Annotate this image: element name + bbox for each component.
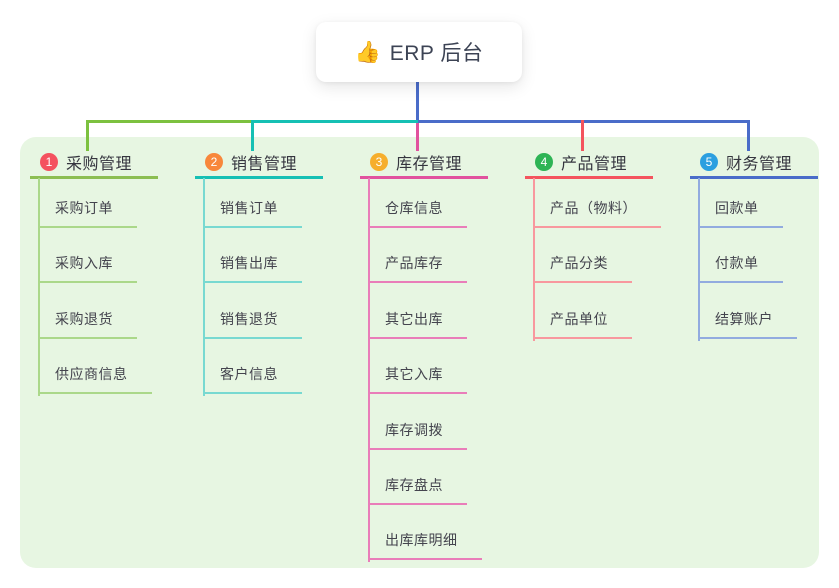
child-node[interactable]: 客户信息 — [203, 365, 302, 394]
child-node[interactable]: 产品分类 — [533, 254, 632, 283]
child-node[interactable]: 仓库信息 — [368, 199, 467, 228]
priority-badge: 1 — [40, 152, 58, 171]
connector-horizontal-green — [86, 120, 254, 123]
child-label: 结算账户 — [698, 310, 797, 339]
branch-vline — [533, 178, 535, 341]
child-label: 库存盘点 — [368, 476, 467, 505]
branch-vline — [38, 178, 40, 396]
child-label: 仓库信息 — [368, 199, 467, 228]
child-label: 产品（物料） — [533, 199, 661, 228]
child-node[interactable]: 付款单 — [698, 254, 783, 283]
branch-node-finance[interactable]: 5 财务管理 — [690, 147, 818, 179]
child-node[interactable]: 出库库明细 — [368, 531, 482, 560]
child-label: 采购退货 — [38, 310, 137, 339]
connector-drop-purchase — [86, 120, 89, 151]
child-label: 销售退货 — [203, 310, 302, 339]
child-node[interactable]: 供应商信息 — [38, 365, 152, 394]
thumbs-up-icon: 👍 — [354, 40, 381, 64]
child-node[interactable]: 采购订单 — [38, 199, 137, 228]
child-label: 采购订单 — [38, 199, 137, 228]
child-node[interactable]: 销售订单 — [203, 199, 302, 228]
connector-drop-product — [581, 120, 584, 151]
connector-root-drop — [416, 82, 419, 123]
child-label: 出库库明细 — [368, 531, 482, 560]
connector-drop-finance — [747, 120, 750, 151]
priority-badge: 5 — [700, 152, 718, 171]
branch-vline — [368, 178, 370, 562]
branch-label: 库存管理 — [396, 155, 463, 173]
connector-drop-inventory — [416, 123, 419, 151]
connector-horizontal-teal — [252, 120, 418, 123]
child-node[interactable]: 其它出库 — [368, 310, 467, 339]
child-node[interactable]: 产品单位 — [533, 310, 632, 339]
child-label: 销售订单 — [203, 199, 302, 228]
child-label: 产品库存 — [368, 254, 467, 283]
priority-badge: 2 — [205, 152, 223, 171]
child-node[interactable]: 销售退货 — [203, 310, 302, 339]
connector-horizontal-blue — [418, 120, 750, 123]
child-label: 其它出库 — [368, 310, 467, 339]
child-node[interactable]: 采购退货 — [38, 310, 137, 339]
child-node[interactable]: 其它入库 — [368, 365, 467, 394]
child-label: 销售出库 — [203, 254, 302, 283]
child-label: 客户信息 — [203, 365, 302, 394]
root-node[interactable]: 👍 ERP 后台 — [316, 22, 522, 82]
child-label: 采购入库 — [38, 254, 137, 283]
child-node[interactable]: 库存盘点 — [368, 476, 467, 505]
priority-badge: 3 — [370, 152, 388, 171]
child-label: 供应商信息 — [38, 365, 152, 394]
child-node[interactable]: 回款单 — [698, 199, 783, 228]
branch-vline — [203, 178, 205, 396]
root-title: ERP 后台 — [389, 42, 484, 65]
branch-node-sales[interactable]: 2 销售管理 — [195, 147, 323, 179]
child-label: 库存调拨 — [368, 421, 467, 450]
child-node[interactable]: 结算账户 — [698, 310, 797, 339]
child-label: 付款单 — [698, 254, 783, 283]
branch-label: 财务管理 — [726, 155, 793, 173]
branch-node-product[interactable]: 4 产品管理 — [525, 147, 653, 179]
group-highlight — [20, 137, 819, 568]
branch-label: 采购管理 — [66, 155, 133, 173]
connector-drop-sales — [251, 120, 254, 151]
child-label: 回款单 — [698, 199, 783, 228]
child-node[interactable]: 销售出库 — [203, 254, 302, 283]
branch-label: 销售管理 — [231, 155, 298, 173]
child-node[interactable]: 采购入库 — [38, 254, 137, 283]
child-node[interactable]: 产品（物料） — [533, 199, 661, 228]
child-label: 产品单位 — [533, 310, 632, 339]
branch-node-inventory[interactable]: 3 库存管理 — [360, 147, 488, 179]
child-node[interactable]: 产品库存 — [368, 254, 467, 283]
child-node[interactable]: 库存调拨 — [368, 421, 467, 450]
child-label: 其它入库 — [368, 365, 467, 394]
branch-vline — [698, 178, 700, 341]
branch-node-purchase[interactable]: 1 采购管理 — [30, 147, 158, 179]
child-label: 产品分类 — [533, 254, 632, 283]
priority-badge: 4 — [535, 152, 553, 171]
branch-label: 产品管理 — [561, 155, 628, 173]
